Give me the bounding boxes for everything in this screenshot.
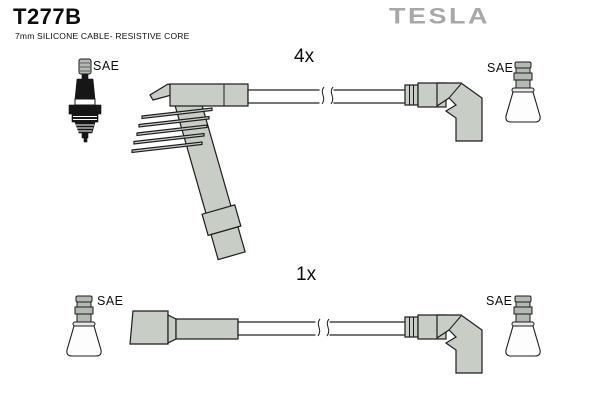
cable-spec: 7mm SILICONE CABLE- RESISTIVE CORE	[15, 31, 190, 41]
sae-terminal-icon-top-right	[505, 61, 541, 123]
sae-terminal-icon-bottom-right	[505, 295, 541, 357]
sae-terminal-icon-bottom-left	[66, 295, 102, 357]
sae-label-top-right: SAE	[487, 61, 514, 75]
straight-boot	[129, 310, 239, 345]
bottom-quantity-label: 1x	[296, 264, 317, 285]
sae-label-bottom-left: SAE	[97, 294, 124, 308]
part-number: T277B	[13, 4, 82, 29]
boot-top-connector	[149, 83, 249, 107]
boot-fins	[131, 107, 213, 154]
brand-logo: TESLA	[389, 4, 491, 29]
cable-top	[247, 86, 408, 105]
top-quantity-label: 4x	[294, 46, 315, 67]
top-cable-assembly	[131, 82, 483, 261]
elbow-connector-bottom	[404, 314, 483, 374]
elbow-connector-top	[404, 82, 483, 142]
cable-bottom	[237, 318, 408, 337]
spark-plug-icon	[68, 58, 102, 143]
sae-label-bottom-right: SAE	[486, 294, 513, 308]
bottom-cable-assembly	[129, 310, 483, 374]
sae-label-top-left: SAE	[93, 59, 120, 73]
